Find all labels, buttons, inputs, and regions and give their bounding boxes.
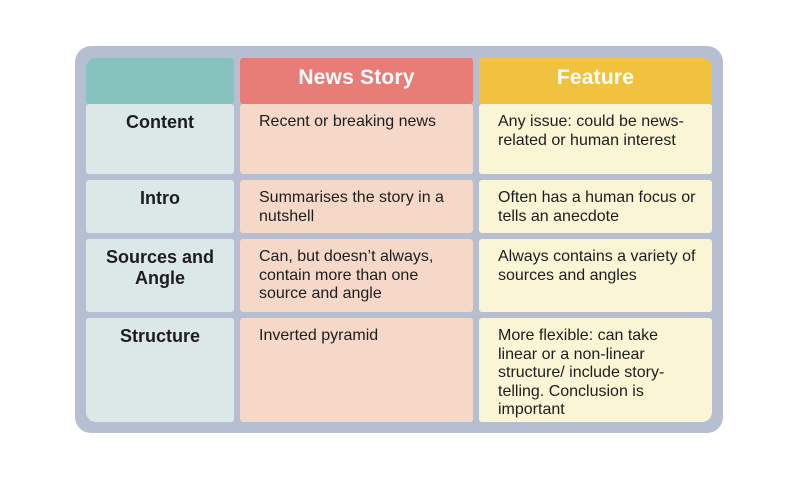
cell-content-feature: Any issue: could be news-related or huma… xyxy=(479,104,712,174)
row-label-structure: Structure xyxy=(86,318,234,422)
row-label-content: Content xyxy=(86,104,234,174)
cell-sources-and-angle-feature: Always contains a variety of sources and… xyxy=(479,239,712,312)
cell-intro-feature: Often has a human focus or tells an anec… xyxy=(479,180,712,233)
column-header-news-story: News Story xyxy=(240,58,473,104)
cell-structure-news-story: Inverted pyramid xyxy=(240,318,473,422)
comparison-table: News Story Feature Content Recent or bre… xyxy=(75,46,723,433)
column-header-feature: Feature xyxy=(479,58,712,104)
row-label-intro: Intro xyxy=(86,180,234,233)
row-label-sources-and-angle: Sources and Angle xyxy=(86,239,234,312)
corner-header-cell xyxy=(86,58,234,104)
cell-structure-feature: More flexible: can take linear or a non-… xyxy=(479,318,712,422)
cell-content-news-story: Recent or breaking news xyxy=(240,104,473,174)
cell-intro-news-story: Summarises the story in a nutshell xyxy=(240,180,473,233)
cell-sources-and-angle-news-story: Can, but doesn’t always, contain more th… xyxy=(240,239,473,312)
